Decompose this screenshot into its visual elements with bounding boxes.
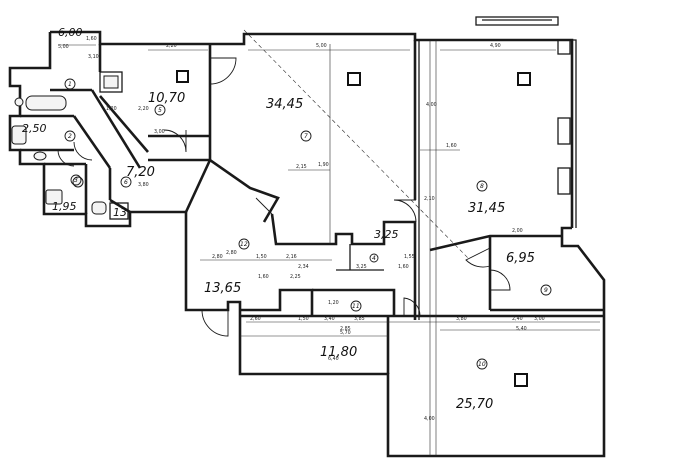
dimension-label: 5,00	[316, 43, 327, 49]
column-icon	[514, 373, 528, 387]
dimension-label: 1,60	[86, 36, 97, 42]
room-area-r6: 7,20	[126, 165, 155, 180]
room-number-r5: 5	[158, 107, 162, 114]
room-labels: 6,00 2,50 1,95 10,70 7,20 34,45 31,45 3,…	[22, 26, 535, 412]
room-area-r12: 13,65	[204, 281, 241, 296]
room-area-r5: 10,70	[148, 91, 185, 106]
dimension-label: 2,10	[424, 196, 435, 202]
dimension-lines	[60, 29, 600, 456]
interior-walls	[20, 40, 604, 374]
dimension-label: 5,00	[58, 44, 69, 50]
toilet-icon	[91, 201, 107, 215]
dimension-label: 4,00	[424, 416, 435, 422]
dimension-label: 3,80	[138, 182, 149, 188]
room-number-r13: 13	[113, 206, 127, 219]
dimension-label: 2,00	[512, 228, 523, 234]
dimension-label: 1,20	[328, 300, 339, 306]
dimension-label: 1,50	[256, 254, 267, 260]
room-area-r4: 3,25	[374, 228, 399, 241]
dimension-label: 4,90	[490, 43, 501, 49]
room-number-r11: 11	[352, 303, 360, 310]
north-wall	[50, 30, 574, 228]
room-area-r2: 2,50	[22, 122, 47, 135]
room-area-r9: 6,95	[506, 251, 535, 266]
window-frame	[475, 16, 571, 195]
dimension-label: 2,60	[250, 316, 261, 322]
dimension-label: 2,34	[298, 264, 309, 270]
dimension-label: 2,80	[212, 254, 223, 260]
dimension-label: 1,60	[398, 264, 409, 270]
washbasin-icon	[14, 97, 24, 107]
dimension-label: 2,40	[512, 316, 523, 322]
dimension-label: 2,16	[286, 254, 297, 260]
room-number-r3: 3	[74, 177, 78, 184]
room-number-r1: 1	[68, 81, 72, 88]
dimension-label: 2,25	[290, 274, 301, 280]
washbasin-icon	[33, 151, 47, 161]
bathtub-icon	[25, 95, 67, 111]
shaft-icon	[103, 75, 119, 89]
toilet-icon	[11, 125, 27, 145]
room-area-r10: 25,70	[456, 397, 493, 412]
dimension-label: 4,00	[426, 102, 437, 108]
dimension-label: 2,85	[340, 326, 351, 332]
dimension-label: 3,80	[456, 316, 467, 322]
dimension-label: 3,85	[354, 316, 365, 322]
room-numbers: 1 2 3 5 6 13 7 8 4 9 12 11 10	[64, 78, 552, 370]
room-area-r1: 6,00	[58, 26, 83, 39]
dimension-label: 3,40	[324, 316, 335, 322]
exterior-walls	[8, 30, 606, 458]
east-wall-inner	[572, 39, 577, 228]
dimension-label: 2,20	[138, 106, 149, 112]
dimension-label: 6,40	[328, 356, 339, 362]
room-number-r12: 12	[240, 241, 248, 248]
room-number-r6: 6	[124, 179, 128, 186]
east-bay-wall	[560, 226, 606, 316]
room-number-r2: 2	[68, 133, 72, 140]
dimension-label: 5,70	[340, 330, 351, 336]
dimension-label: 2,20	[166, 43, 177, 49]
dimension-label: 1,20	[106, 106, 117, 112]
dimension-label: 1,90	[318, 162, 329, 168]
dimension-label: 3,00	[534, 316, 545, 322]
dimension-label: 1,55	[404, 254, 415, 260]
dimension-label: 1,50	[298, 316, 309, 322]
dimension-label: 5,40	[516, 326, 527, 332]
room-number-r7: 7	[304, 133, 308, 140]
doors	[57, 57, 511, 337]
room-area-r11: 11,80	[320, 345, 357, 360]
room-area-r8: 31,45	[468, 201, 505, 216]
dimension-labels: 5,00 1,60 2,20 2,20 5,00 4,90 3,00 2,15 …	[58, 36, 545, 422]
sink-icon	[45, 189, 63, 205]
west-south-wall	[8, 32, 606, 458]
room-number-r8: 8	[480, 183, 484, 190]
room-number-r10: 10	[478, 361, 486, 368]
dimension-label: 2,80	[226, 250, 237, 256]
dimension-label: 1,60	[446, 143, 457, 149]
column-icon	[347, 72, 361, 86]
dimension-label: 3,10	[88, 54, 99, 60]
dimension-label: 2,15	[296, 164, 307, 170]
room-area-r3: 1,95	[52, 200, 77, 213]
column-icon	[176, 70, 189, 83]
dimension-label: 3,00	[154, 129, 165, 135]
shower-icon	[72, 176, 84, 188]
sanitary-fixtures	[11, 75, 119, 215]
columns	[176, 70, 531, 387]
room-number-r4: 4	[372, 255, 376, 262]
column-icon	[517, 72, 531, 86]
room-number-r9: 9	[544, 287, 548, 294]
room-area-r7: 34,45	[266, 97, 303, 112]
dimension-label: 1,60	[258, 274, 269, 280]
dimension-label: 3,25	[356, 264, 367, 270]
